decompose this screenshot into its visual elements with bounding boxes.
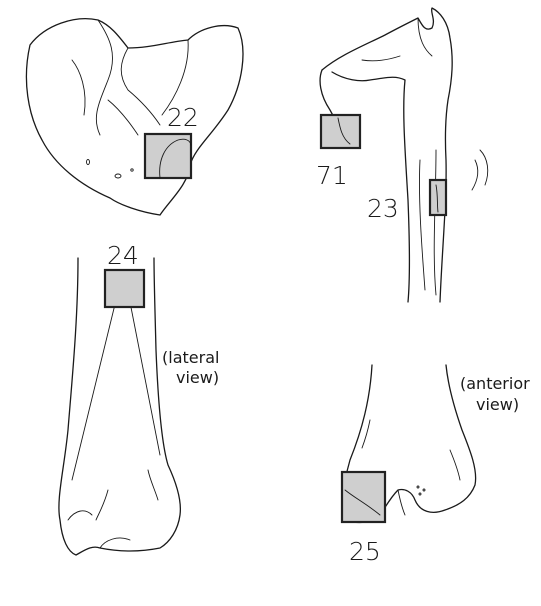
- bone-contour: [68, 511, 92, 520]
- bone-contour: [362, 420, 370, 448]
- bone-foramen: [417, 486, 419, 488]
- bone-foramen: [419, 493, 421, 495]
- bone-contour: [419, 160, 425, 290]
- bone-ridge: [72, 292, 118, 480]
- bone-contour: [434, 150, 436, 295]
- bone-contour: [450, 450, 460, 480]
- region-label-25: 25: [349, 537, 381, 566]
- bone-outline: [26, 19, 243, 215]
- bone-foramen: [423, 489, 425, 491]
- region-box-24[interactable]: [105, 270, 144, 307]
- region-label-71: 71: [316, 161, 348, 190]
- bone-contour: [121, 48, 160, 125]
- region-box-25[interactable]: [342, 472, 385, 522]
- view-label-lateral: (lateral: [162, 348, 219, 367]
- bone-contour: [108, 100, 138, 135]
- view-label-lateral: view): [176, 368, 219, 387]
- region-label-22: 22: [167, 103, 199, 132]
- bone-contour: [100, 538, 130, 548]
- proximal-bone-top-right: [320, 8, 488, 302]
- bone-contour: [472, 160, 478, 190]
- view-label-anterior: (anterior: [460, 374, 530, 393]
- bone-contour: [362, 56, 400, 61]
- bone-foramen: [131, 169, 133, 171]
- bone-contour: [148, 470, 158, 500]
- view-label-anterior: view): [476, 395, 519, 414]
- proximal-bone-top-left: [26, 19, 243, 215]
- bone-contour: [96, 490, 108, 520]
- region-label-23: 23: [367, 194, 399, 223]
- region-box-22[interactable]: [145, 134, 191, 178]
- bone-contour: [418, 18, 432, 56]
- bone-contour: [398, 490, 405, 515]
- bone-contour: [72, 60, 85, 115]
- bone-foramen: [87, 160, 90, 165]
- region-label-24: 24: [107, 241, 139, 270]
- bone-outline: [322, 8, 452, 302]
- region-box-71[interactable]: [321, 115, 360, 148]
- bone-foramen: [115, 174, 121, 178]
- bone-contour: [96, 20, 112, 135]
- bone-contour: [480, 150, 488, 185]
